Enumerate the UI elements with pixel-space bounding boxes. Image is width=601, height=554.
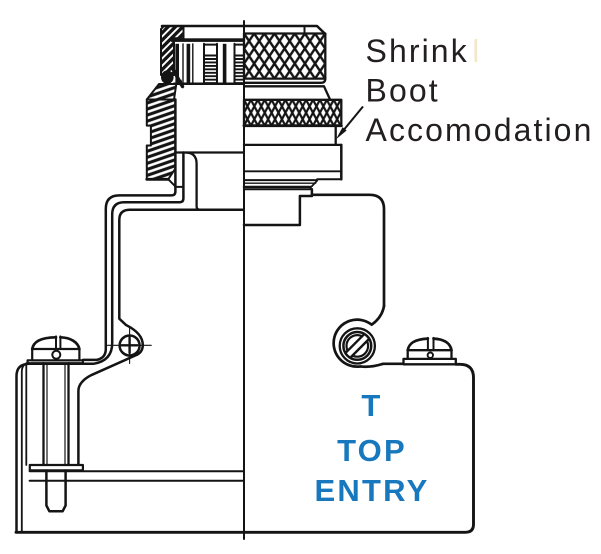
svg-text:Shrink: Shrink — [366, 33, 469, 69]
svg-text:ENTRY: ENTRY — [315, 473, 430, 508]
svg-text:Boot: Boot — [366, 73, 440, 109]
svg-text:T: T — [361, 388, 382, 423]
svg-text:TOP: TOP — [337, 433, 407, 468]
svg-text:Accomodation: Accomodation — [366, 112, 594, 148]
